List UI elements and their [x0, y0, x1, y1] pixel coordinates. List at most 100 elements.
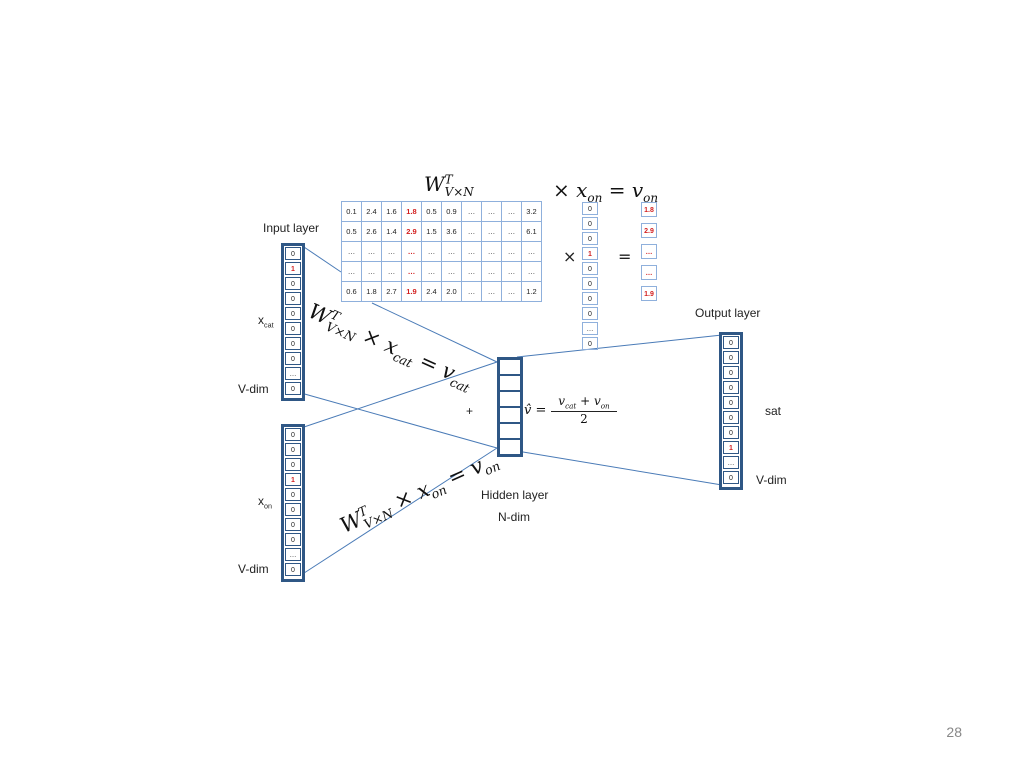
x-on-input-vector-cell: 1 [285, 473, 301, 486]
x-cat-vector-cell: 0 [285, 307, 301, 320]
line-xon-bottom-to-hidden [300, 447, 498, 576]
matrix-cell: 0.1 [341, 201, 362, 222]
vhat-fraction: vcat + von 2 [551, 394, 617, 426]
page-number: 28 [946, 724, 962, 740]
x-on-input-vector-cell: 0 [285, 533, 301, 546]
matrix-cell: 2.6 [361, 221, 382, 242]
matrix-cell: … [341, 261, 362, 282]
equals-symbol: = [618, 247, 632, 266]
v-dim-label-bottom: V-dim [238, 562, 269, 576]
x-cat-vector-cell: 0 [285, 322, 301, 335]
matrix-cell: 3.2 [521, 201, 542, 222]
x-on-input-vector-cell: 0 [285, 518, 301, 531]
sat-label: sat [765, 404, 782, 418]
times-symbol: × [563, 247, 577, 266]
x-cat-vector-cell: 0 [285, 352, 301, 365]
output-layer-label: Output layer [695, 306, 761, 320]
matrix-cell: … [361, 241, 382, 262]
x-on-vector-cell: 0 [582, 217, 598, 230]
equation-top-weight: WTV×N [424, 172, 474, 199]
matrix-cell: 6.1 [521, 221, 542, 242]
matrix-cell: 2.4 [361, 201, 382, 222]
x-on-input-vector-cell: 0 [285, 488, 301, 501]
matrix-cell: … [461, 241, 482, 262]
vhat-equation: v̂ = [524, 403, 547, 418]
result-vector-cell: 1.9 [641, 286, 657, 301]
matrix-cell: … [481, 201, 502, 222]
matrix-cell: … [481, 261, 502, 282]
v-dim-label-top: V-dim [238, 382, 269, 396]
x-on-input-vector-cell: … [285, 548, 301, 561]
output-vector-cell: 0 [723, 366, 739, 379]
output-vector-cell: 0 [723, 336, 739, 349]
equation-top-product: × xon = von [553, 178, 659, 205]
matrix-cell: … [421, 261, 442, 282]
result-vector-cell: 2.9 [641, 223, 657, 238]
matrix-cell: … [441, 241, 462, 262]
matrix-cell: 1.8 [361, 281, 382, 302]
matrix-cell: … [441, 261, 462, 282]
x-on-vector-cell: 0 [582, 202, 598, 215]
matrix-cell: 0.5 [341, 221, 362, 242]
x-on-vector-cell: 0 [582, 337, 598, 350]
x-cat-vector-cell: 1 [285, 262, 301, 275]
matrix-cell: 1.6 [381, 201, 402, 222]
x-on-input-vector-cell: 0 [285, 458, 301, 471]
plus-symbol: + [466, 404, 474, 418]
matrix-cell: 2.7 [381, 281, 402, 302]
x-on-vector-cell: 0 [582, 262, 598, 275]
matrix-cell: 0.6 [341, 281, 362, 302]
result-vector-cell: … [641, 244, 657, 259]
matrix-cell: … [461, 221, 482, 242]
matrix-cell: 2.9 [401, 221, 422, 242]
v-dim-label-right: V-dim [756, 473, 787, 487]
matrix-cell: 1.4 [381, 221, 402, 242]
x-on-label: xon [258, 494, 272, 511]
matrix-cell: … [341, 241, 362, 262]
matrix-cell: … [481, 221, 502, 242]
matrix-cell: … [501, 281, 522, 302]
matrix-cell: … [421, 241, 442, 262]
matrix-cell: … [361, 261, 382, 282]
matrix-cell: 1.9 [401, 281, 422, 302]
x-on-vector-cell: 0 [582, 292, 598, 305]
matrix-cell: 0.9 [441, 201, 462, 222]
matrix-cell: … [381, 241, 402, 262]
matrix-cell: 1.2 [521, 281, 542, 302]
x-cat-vector-cell: 0 [285, 277, 301, 290]
matrix-cell: … [461, 281, 482, 302]
output-vector-cell: … [723, 456, 739, 469]
x-on-input-vector-cell: 0 [285, 563, 301, 576]
matrix-cell: … [381, 261, 402, 282]
x-cat-vector-cell: … [285, 367, 301, 380]
input-layer-label: Input layer [263, 221, 320, 235]
n-dim-label: N-dim [498, 510, 530, 524]
line-xcat-to-matrix [300, 244, 342, 273]
output-vector-cell: 0 [723, 396, 739, 409]
matrix-cell: … [501, 261, 522, 282]
output-vector-cell: 0 [723, 411, 739, 424]
x-cat-vector-cell: 0 [285, 382, 301, 395]
matrix-cell: … [521, 241, 542, 262]
matrix-cell: 3.6 [441, 221, 462, 242]
output-vector-cell: 0 [723, 426, 739, 439]
x-on-vector-cell: 0 [582, 307, 598, 320]
output-vector-cell: 0 [723, 351, 739, 364]
x-on-input-vector-cell: 0 [285, 443, 301, 456]
x-cat-label: xcat [258, 313, 274, 330]
matrix-cell: … [481, 241, 502, 262]
matrix-cell: … [501, 221, 522, 242]
x-cat-vector-cell: 0 [285, 337, 301, 350]
output-vector-cell: 0 [723, 471, 739, 484]
matrix-cell: … [401, 241, 422, 262]
matrix-cell: … [481, 281, 502, 302]
line-xon-top-to-hidden [300, 361, 498, 429]
